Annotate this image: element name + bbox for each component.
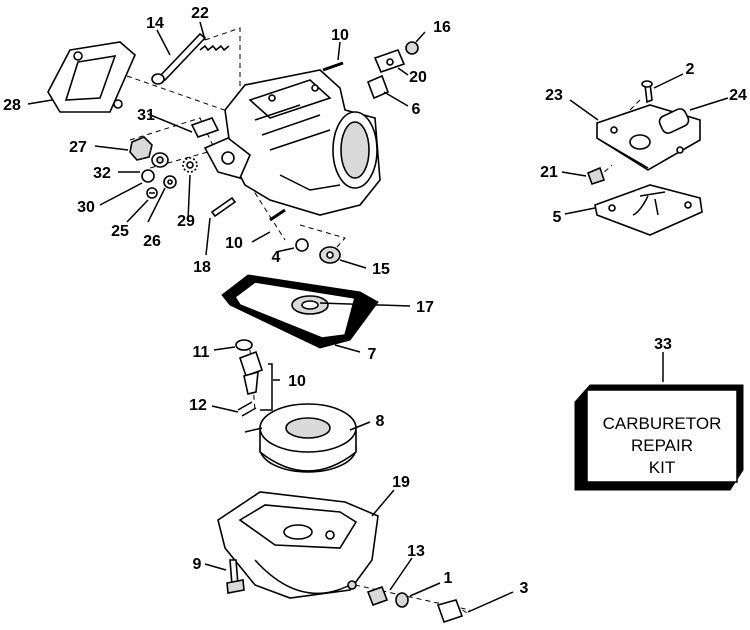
spring-part [199,44,230,52]
callout-23: 22 [191,5,209,22]
callout-labels: 14 22 10 16 20 6 28 31 27 32 30 25 26 29… [3,5,747,597]
callout-7: 7 [368,346,377,363]
drain-washer-part [395,592,409,608]
o-ring-part [235,339,253,351]
callout-12: 11 [193,344,210,361]
callout-2: 2 [686,61,695,78]
gear-washer-part [182,157,198,173]
callout-30: 29 [177,213,195,230]
pin-top-part [322,61,344,72]
mounting-gasket-part [47,41,136,113]
small-screw-part [146,187,158,199]
callout-5: 5 [553,209,562,226]
callout-29: 28 [3,97,21,114]
callout-18: 17 [416,299,434,316]
bowl-screw-part [226,559,245,594]
float-part [244,403,357,473]
callout-13: 12 [189,397,207,414]
ball-part [295,238,309,252]
nut-part [129,136,153,161]
fitting-part [366,74,390,100]
kit-label-line1: CARBURETOR [603,414,722,433]
callout-15: 14 [146,15,164,32]
lock-washer-part [163,175,177,189]
callout-8: 8 [376,413,385,430]
callout-4: 4 [272,249,281,266]
callout-25: 24 [729,87,747,104]
callout-11: 10 [288,373,306,390]
callout-20: 19 [392,474,410,491]
callout-6: 6 [412,101,421,118]
repair-kit-box: CARBURETOR REPAIR KIT [574,384,744,491]
callout-3: 3 [520,580,529,597]
callout-16: 15 [372,261,390,278]
needle-valve-part [238,350,264,395]
callout-33: 32 [93,165,111,182]
callout-34: 33 [654,336,672,353]
clip-part [237,401,257,417]
main-jet-part [366,585,389,607]
plug-part [405,41,419,55]
callout-31: 30 [77,199,95,216]
callout-14: 13 [407,543,425,560]
callout-1: 1 [444,570,453,587]
bracket-part [373,48,406,74]
kit-label-line2: REPAIR [631,436,693,455]
diaphragm-gasket-part [594,184,703,236]
long-screw-part [210,196,237,218]
kit-label-line3: KIT [649,458,675,477]
fuel-pump-cover-part [596,104,701,171]
callout-27: 26 [143,233,161,250]
washer-part [141,169,155,183]
callout-22: 21 [540,164,558,181]
plug-right-part [586,166,606,186]
valve-part [151,152,169,168]
leader-lines [27,21,729,613]
callout-32: 31 [137,107,155,124]
callout-26: 25 [111,223,129,240]
carburetor-body-part [190,69,381,216]
callout-9: 9 [193,556,202,573]
callout-21: 20 [409,69,427,86]
float-bowl-gasket-part [221,274,379,349]
callout-24: 23 [545,87,563,104]
callout-19: 18 [193,259,211,276]
callout-28: 27 [69,139,87,156]
cover-screw-part [641,80,653,104]
idle-screw-part [151,32,207,85]
callout-10-top: 10 [331,27,349,44]
callout-10-bottom: 10 [225,235,243,252]
pin-bottom-part [269,208,286,222]
drain-plug-part [436,599,464,624]
seat-part [319,246,341,264]
callout-17: 16 [433,19,451,36]
float-bowl-part [217,491,379,599]
